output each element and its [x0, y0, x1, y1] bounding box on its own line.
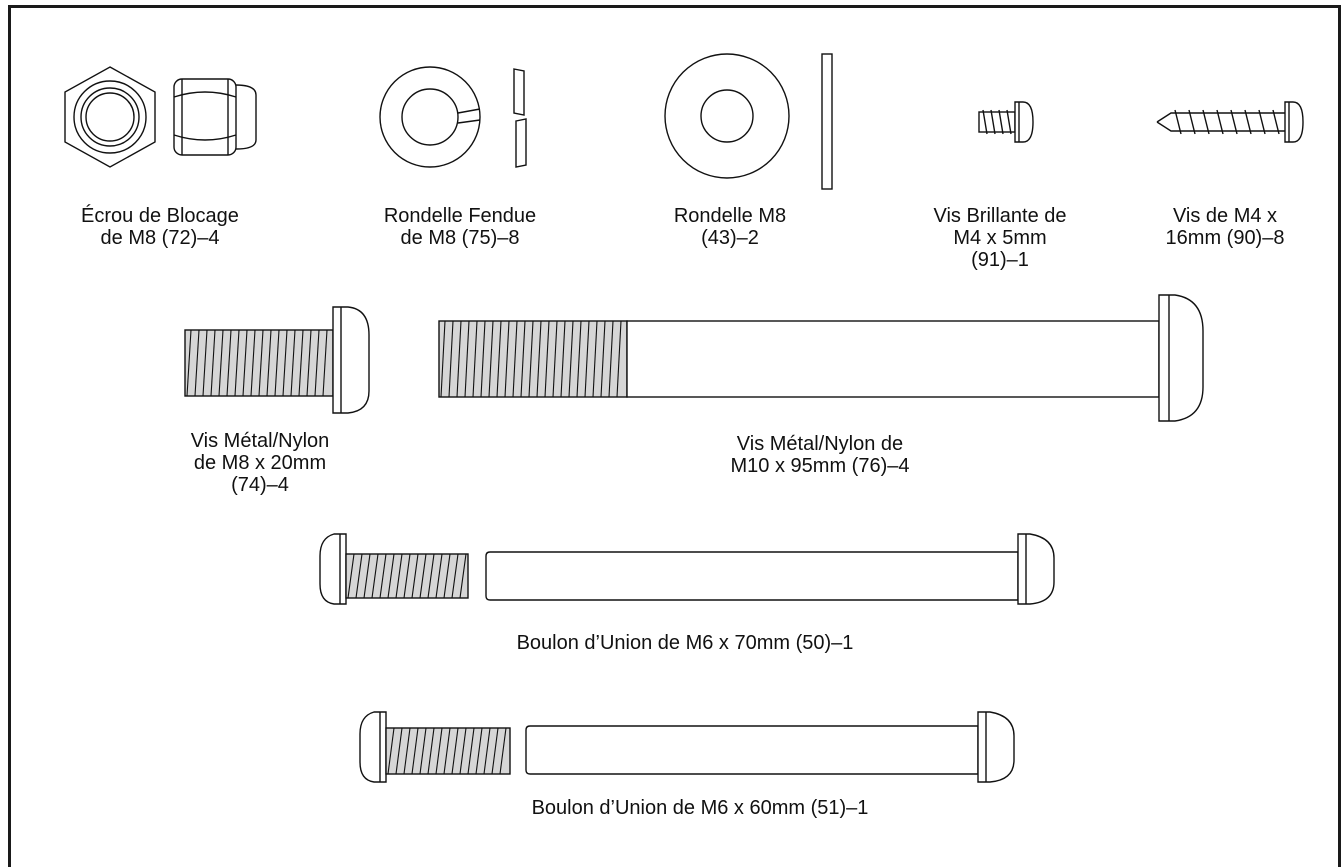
flat-washer-figure: [662, 50, 842, 195]
split-washer-label: Rondelle Fendue de M8 (75)–8: [383, 205, 537, 249]
short-bolt-figure: [183, 305, 383, 415]
split-washer-icon: [379, 66, 527, 168]
parts-panel-frame: [8, 5, 1341, 867]
short-screw-figure: [975, 100, 1035, 150]
locknut-figure: [60, 65, 260, 185]
long-bolt-label: Vis Métal/Nylon de M10 x 95mm (76)–4: [730, 433, 910, 477]
flat-washer-label: Rondelle M8 (43)–2: [673, 205, 787, 249]
hex-lock-nut-icon: [64, 66, 257, 168]
long-screw-figure: [1155, 100, 1305, 150]
short-screw-icon: [978, 101, 1034, 143]
union-bolt-icon: [319, 533, 1055, 605]
locknut-label: Écrou de Blocage de M8 (72)–4: [81, 205, 239, 249]
long-bolt-icon: [438, 294, 1204, 422]
union-bolt-icon: [359, 711, 1015, 783]
flat-washer-icon: [664, 53, 833, 190]
short-screw-label: Vis Brillante de M4 x 5mm (91)–1: [933, 205, 1067, 271]
short-bolt-label: Vis Métal/Nylon de M8 x 20mm (74)–4: [190, 430, 330, 496]
union-bolt-70-figure: [318, 532, 1058, 607]
union-bolt-60-label: Boulon d’Union de M6 x 60mm (51)–1: [531, 797, 869, 819]
union-bolt-70-label: Boulon d’Union de M6 x 70mm (50)–1: [516, 632, 854, 654]
long-bolt-figure: [437, 293, 1212, 423]
short-bolt-icon: [184, 306, 370, 414]
union-bolt-60-figure: [358, 710, 1018, 785]
long-screw-icon: [1156, 101, 1304, 143]
long-screw-label: Vis de M4 x 16mm (90)–8: [1165, 205, 1285, 249]
split-washer-figure: [378, 65, 548, 175]
